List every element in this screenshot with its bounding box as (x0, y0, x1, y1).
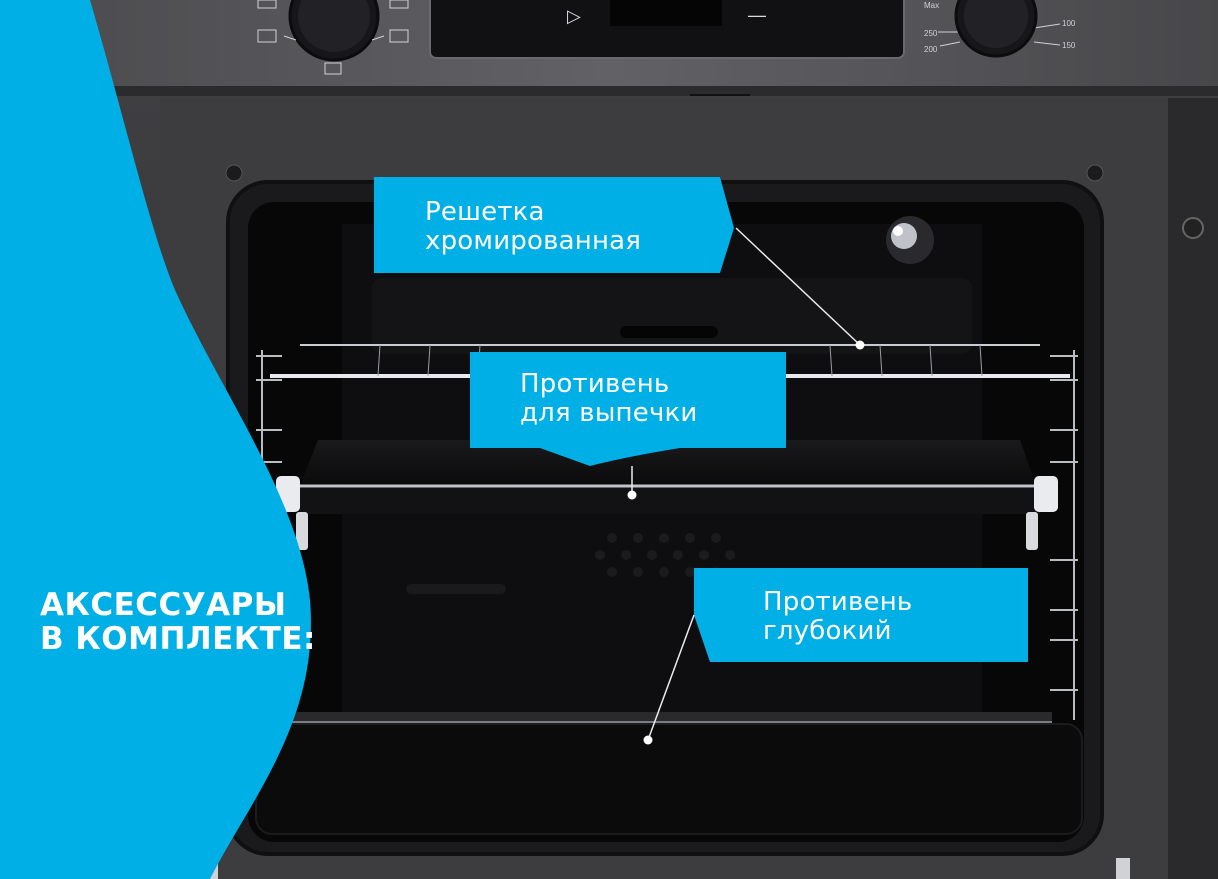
headline-line-1: АКСЕССУАРЫ (40, 587, 287, 623)
door-hinge (1116, 858, 1130, 879)
temperature-label: 100 (1062, 19, 1076, 28)
temperature-label: 250 (924, 29, 938, 38)
callout-baking-tray: Противень для выпечки (520, 370, 698, 428)
callout-box-rack (374, 177, 734, 273)
callout-line-2: глубокий (763, 616, 892, 646)
headline-line-2: В КОМПЛЕКТЕ: (40, 621, 316, 657)
callout-line-2: хромированная (425, 226, 642, 256)
dash-icon: — (748, 5, 766, 25)
callout-box-baking-tray (470, 352, 786, 466)
side-rack-right (1050, 350, 1078, 720)
callout-box-deep-tray (694, 568, 1028, 662)
runner-clip (1034, 476, 1058, 512)
door-screw (225, 164, 243, 182)
callout-deep-tray: Противень глубокий (763, 588, 912, 646)
temperature-label: 200 (924, 45, 938, 54)
callout-line-1: Решетка (425, 197, 545, 227)
hinge-pin (1182, 217, 1204, 239)
deep-tray (255, 712, 1083, 835)
function-icon (389, 0, 409, 9)
display-window (429, 0, 905, 59)
accent-blue-shape (0, 0, 311, 879)
play-icon: ▷ (567, 6, 581, 26)
baking-tray (296, 440, 1040, 514)
temperature-label: Max (924, 1, 939, 10)
temperature-label: 150 (1062, 41, 1076, 50)
callout-line-1: Противень (520, 369, 670, 399)
leader-lines (627, 227, 865, 745)
function-icon (257, 0, 277, 9)
function-icon (389, 29, 409, 43)
function-icon (257, 29, 277, 43)
callout-line-2: для выпечки (520, 398, 698, 428)
door-screw (1086, 164, 1104, 182)
callout-chrome-rack: Решетка хромированная (425, 198, 641, 256)
function-icon (324, 62, 342, 75)
callout-line-1: Противень (763, 587, 913, 617)
accessories-headline: АКСЕССУАРЫ В КОМПЛЕКТЕ: (40, 588, 316, 656)
